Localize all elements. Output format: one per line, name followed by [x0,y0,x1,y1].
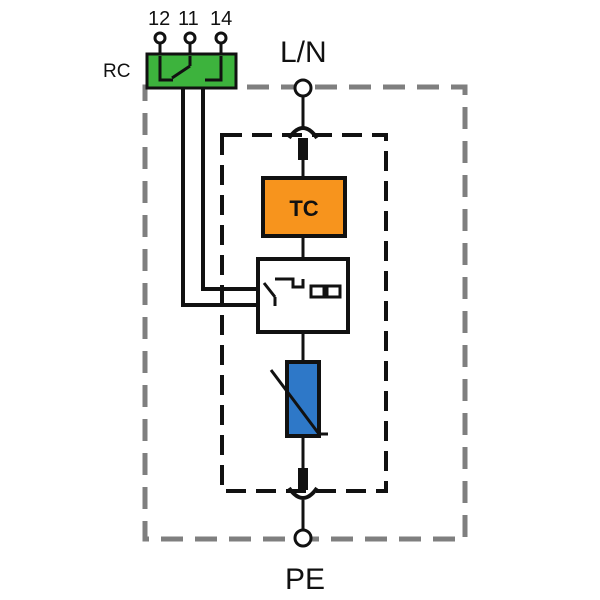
terminal-11-label: 11 [178,8,199,30]
top-terminal-icon [293,78,313,98]
bottom-plug-pin [298,468,308,490]
rc-switch-symbol-icon [158,56,223,82]
disconnector-switch-icon [262,277,342,306]
thermal-cutout-box [261,176,347,238]
bottom-terminal-icon [293,528,313,548]
terminal-11-icon [183,31,197,45]
top-terminal-label: L/N [280,36,327,69]
top-plug-icon [287,126,319,140]
rc-terminal-pins [153,31,228,55]
terminal-14-icon [214,31,228,45]
bottom-terminal-label: PE [285,563,325,596]
top-plug-pin [298,138,308,160]
rc-wires [181,88,260,307]
varistor-symbol-icon [269,369,328,436]
terminal-12-icon [153,31,167,45]
terminal-12-label: 12 [148,8,170,30]
bottom-plug-icon [287,486,319,500]
inner-module [220,133,388,493]
terminal-14-label: 14 [210,8,232,30]
rc-label: RC [103,61,130,82]
thermal-cutout-label: TC [289,196,318,221]
